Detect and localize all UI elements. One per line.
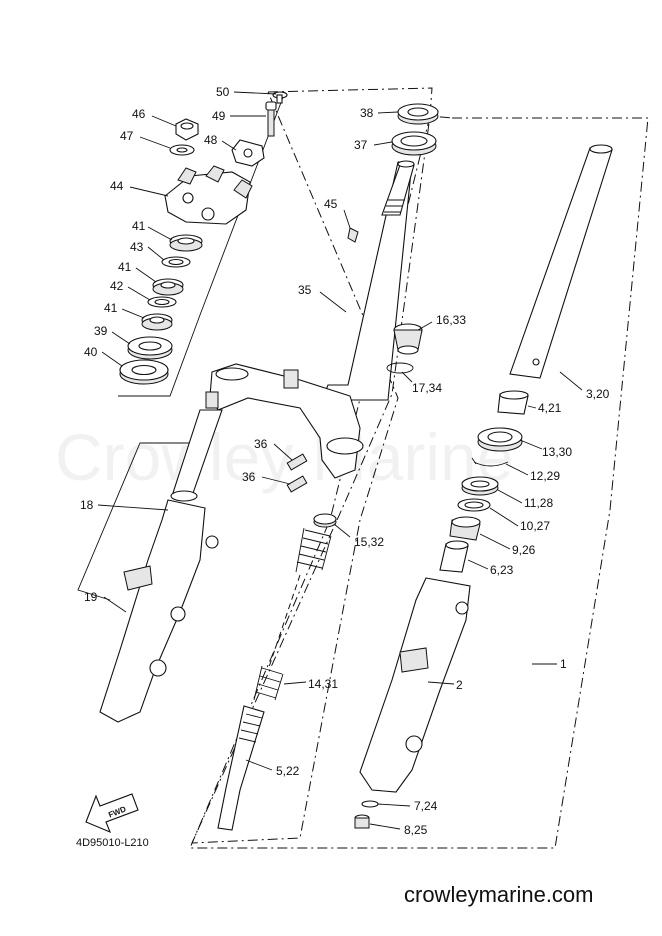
part-bolt-36b (286, 475, 308, 493)
callout-36a: 36 (254, 437, 268, 451)
callout-13-30: 13,30 (542, 445, 572, 459)
callout-48: 48 (204, 133, 218, 147)
part-under-bracket (205, 363, 364, 479)
part-washer-7-24 (361, 800, 379, 808)
part-damper-rod-5-22 (217, 705, 265, 831)
callout-15-32: 15,32 (354, 535, 384, 549)
part-inner-tube-3-20 (509, 144, 613, 379)
callout-42: 42 (110, 279, 124, 293)
part-washer-10-27 (457, 498, 491, 512)
part-oil-seal-13-30 (477, 427, 523, 452)
callout-36b: 36 (242, 470, 256, 484)
part-bolt-49 (265, 101, 277, 137)
part-ring-nut-41c (141, 313, 173, 331)
part-cap-bolt-16-33 (393, 323, 423, 355)
part-key-45 (347, 227, 359, 243)
part-inner-tube-18 (170, 409, 223, 502)
callout-17-34: 17,34 (412, 381, 442, 395)
part-cylinder-6-23 (439, 540, 469, 573)
part-washer-47 (169, 144, 195, 156)
callout-49: 49 (212, 109, 226, 123)
part-bolt-36a (286, 453, 308, 471)
part-steering-stem-35 (321, 160, 415, 401)
callout-45: 45 (324, 197, 338, 211)
callout-5-22: 5,22 (276, 764, 300, 778)
callout-40: 40 (84, 345, 98, 359)
callout-8-25: 8,25 (404, 823, 428, 837)
callout-6-23: 6,23 (490, 563, 514, 577)
callout-50: 50 (216, 85, 230, 99)
callout-12-29: 12,29 (530, 469, 560, 483)
drawing-code: 4D95010-L210 (76, 837, 149, 849)
site-name: crowleymarine.com (404, 882, 594, 907)
callout-35: 35 (298, 283, 312, 297)
callout-19: 19 (84, 590, 98, 604)
callout-4-21: 4,21 (538, 401, 562, 415)
spring-axis (267, 574, 301, 671)
part-nut-46 (175, 118, 199, 141)
part-bushing-4-21 (497, 390, 529, 415)
callout-44: 44 (110, 179, 124, 193)
leader-lines (97, 91, 583, 830)
callout-2: 2 (456, 678, 463, 692)
part-ring-nut-41a (169, 234, 203, 252)
callout-18: 18 (80, 498, 94, 512)
part-lock-washer-43 (161, 256, 191, 268)
part-race-40 (119, 359, 169, 385)
callout-41a: 41 (132, 219, 146, 233)
part-ring-nut-41b (152, 278, 184, 296)
part-bolt-8-25 (354, 814, 370, 829)
callout-1: 1 (560, 657, 567, 671)
part-seat-15-32 (313, 513, 337, 528)
callout-37: 37 (354, 138, 368, 152)
callout-7-24: 7,24 (414, 799, 438, 813)
part-outer-tube-2 (359, 577, 471, 793)
callout-46: 46 (132, 107, 146, 121)
part-washer-11-28 (461, 476, 499, 496)
callout-14-31: 14,31 (308, 677, 338, 691)
part-o-ring-17-34 (386, 362, 414, 374)
right-fork-group-boundary (189, 115, 649, 849)
callout-10-27: 10,27 (520, 519, 550, 533)
callout-41c: 41 (104, 301, 118, 315)
callout-16-33: 16,33 (436, 313, 466, 327)
part-clip-12-29 (471, 457, 509, 467)
part-clamp-cap-48 (231, 139, 265, 167)
part-screw-50 (272, 91, 288, 104)
callout-41b: 41 (118, 260, 132, 274)
callout-38: 38 (360, 106, 374, 120)
part-outer-tube-19 (99, 499, 219, 723)
callout-11-28: 11,28 (524, 496, 553, 510)
part-spring-upper (295, 527, 332, 573)
part-bushing-9-26 (449, 516, 481, 541)
part-spring-14-31 (253, 665, 284, 701)
callout-43: 43 (130, 240, 144, 254)
callout-39: 39 (94, 324, 108, 338)
part-bearing-38 (397, 103, 439, 125)
part-race-37 (391, 131, 437, 156)
part-bearing-39 (127, 336, 173, 360)
fwd-arrow-icon: FWD (85, 793, 139, 834)
part-washer-42 (147, 296, 177, 308)
watermark-text: Crowley Marine (55, 420, 513, 494)
callout-47: 47 (120, 129, 134, 143)
callout-9-26: 9,26 (512, 543, 536, 557)
steering-stem-group-boundary (191, 87, 433, 844)
part-handlebar-holder-44 (164, 165, 253, 225)
callout-3-20: 3,20 (586, 387, 610, 401)
left-fork-group-outline (77, 442, 200, 601)
